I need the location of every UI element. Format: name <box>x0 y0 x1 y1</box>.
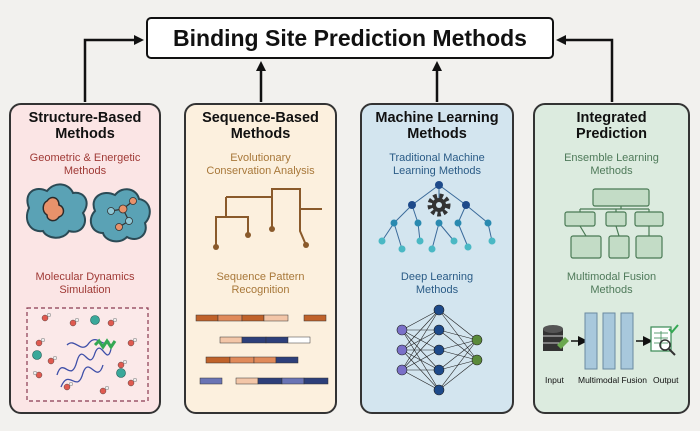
nn-node <box>433 304 445 316</box>
nn-node <box>471 334 483 346</box>
nn-node <box>471 354 483 366</box>
nn-node <box>433 344 445 356</box>
phylogenetic-tree-icon <box>215 188 322 247</box>
nn-node <box>433 384 445 396</box>
ml-illustrations <box>378 181 496 396</box>
nn-node <box>396 324 408 336</box>
sequence-alignment-bars <box>195 314 329 385</box>
decision-tree-icon <box>378 181 496 253</box>
neural-network-icon <box>396 304 483 396</box>
nn-node <box>433 324 445 336</box>
sequence-illustrations <box>195 188 329 385</box>
fusion-layers-icon <box>584 312 634 370</box>
binding-pocket-icon <box>25 183 88 239</box>
structure-illustrations <box>25 183 151 402</box>
integrated-prediction-panel: Input Multimodal Fusion Output Integrate… <box>533 103 690 414</box>
ligand-pocket-icon <box>89 188 151 243</box>
md-simulation-box <box>26 307 149 402</box>
diagram-title: Binding Site Prediction Methods <box>146 17 554 59</box>
gear-icon <box>427 193 451 217</box>
nn-node <box>433 364 445 376</box>
database-icon <box>543 325 569 351</box>
fusion-label: Multimodal Fusion <box>578 375 647 385</box>
output-report-icon <box>650 324 679 356</box>
ensemble-flowchart-icon <box>564 188 664 259</box>
input-label: Input <box>545 375 565 385</box>
nn-node <box>396 344 408 356</box>
integrated-illustrations: Input Multimodal Fusion Output <box>543 188 679 385</box>
output-label: Output <box>653 375 679 385</box>
nn-node <box>396 364 408 376</box>
